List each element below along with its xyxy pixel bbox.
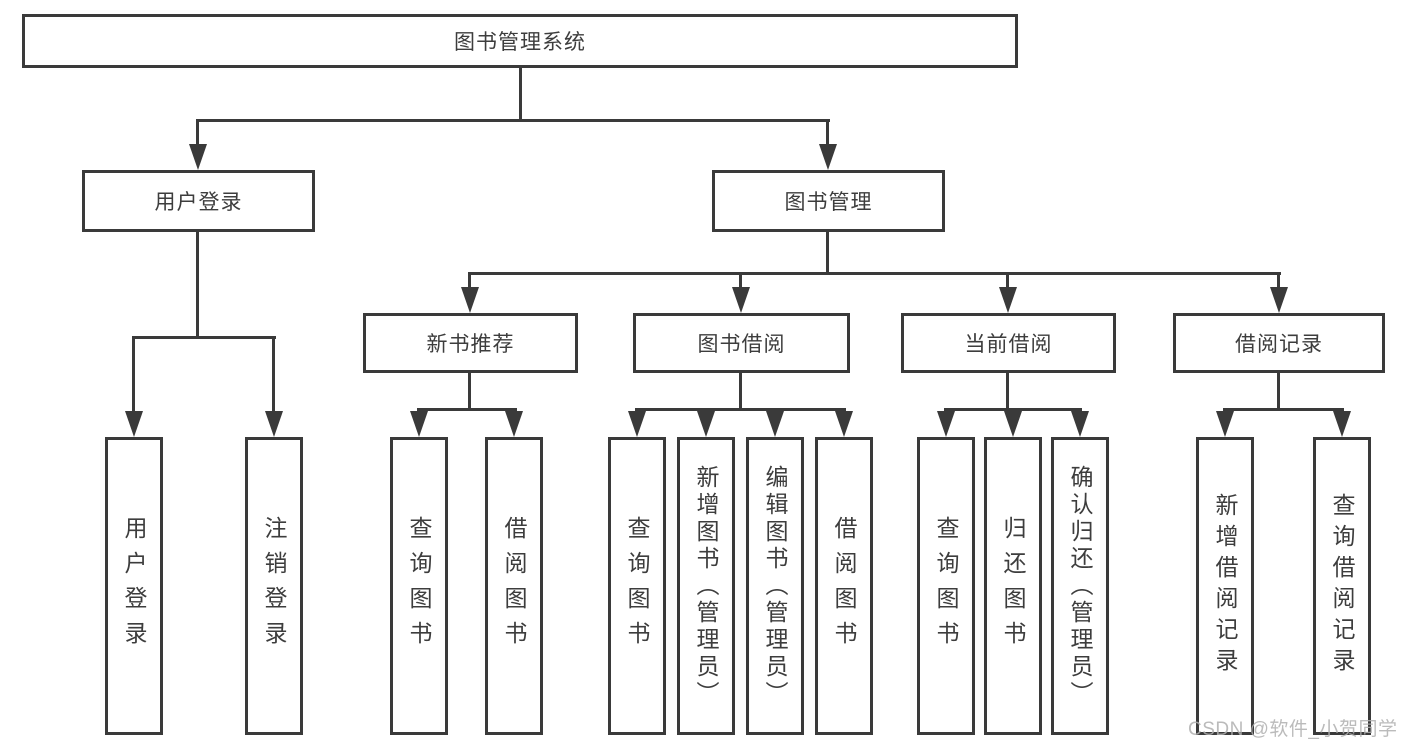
node-leaf-query-borrow-record: 查询借阅记录 — [1313, 437, 1371, 735]
node-book-borrowing: 图书借阅 — [633, 313, 850, 373]
node-label: 归还图书 — [1000, 516, 1026, 656]
connector-drop — [196, 119, 199, 151]
node-label: 查询借阅记录 — [1329, 493, 1355, 679]
arrowhead-down-icon — [1270, 287, 1288, 313]
node-current-borrowing: 当前借阅 — [901, 313, 1116, 373]
connector-drop — [1277, 272, 1280, 290]
node-book-management: 图书管理 — [712, 170, 945, 232]
connector-drop — [272, 336, 275, 414]
node-leaf-edit-books-admin: 编辑图书（管理员） — [746, 437, 804, 735]
node-user-login: 用户登录 — [82, 170, 315, 232]
node-label: 用户登录 — [154, 191, 243, 214]
connector-drop — [1006, 272, 1009, 290]
node-leaf-borrow-books-1: 借阅图书 — [485, 437, 543, 735]
node-leaf-query-books-2: 查询图书 — [608, 437, 666, 735]
arrowhead-down-icon — [461, 287, 479, 313]
arrowhead-down-icon — [410, 411, 428, 437]
node-leaf-query-books-1: 查询图书 — [390, 437, 448, 735]
connector-bar — [1223, 408, 1344, 411]
node-leaf-logout: 注销登录 — [245, 437, 303, 735]
csdn-watermark: CSDN @软件_小贺同学 — [1188, 719, 1398, 740]
node-leaf-query-books-3: 查询图书 — [917, 437, 975, 735]
connector-drop — [468, 272, 471, 290]
node-label: 注销登录 — [261, 516, 287, 656]
arrowhead-down-icon — [835, 411, 853, 437]
node-label: 新增图书（管理员） — [693, 464, 719, 708]
node-label: 新书推荐 — [426, 333, 515, 356]
node-borrowing-records: 借阅记录 — [1173, 313, 1385, 373]
arrowhead-down-icon — [819, 144, 837, 170]
connector-bar — [132, 336, 276, 339]
arrowhead-down-icon — [766, 411, 784, 437]
arrowhead-down-icon — [125, 411, 143, 437]
connector-stem — [468, 373, 471, 410]
connector-bar — [417, 408, 517, 411]
arrowhead-down-icon — [1216, 411, 1234, 437]
node-label: 确认归还（管理员） — [1067, 464, 1093, 708]
node-label: 当前借阅 — [964, 333, 1053, 356]
node-label: 借阅图书 — [501, 516, 527, 656]
node-leaf-add-borrow-record: 新增借阅记录 — [1196, 437, 1254, 735]
arrowhead-down-icon — [1071, 411, 1089, 437]
node-leaf-user-login: 用户登录 — [105, 437, 163, 735]
connector-stem — [196, 232, 199, 338]
node-label: 查询图书 — [406, 516, 432, 656]
node-leaf-return-books: 归还图书 — [984, 437, 1042, 735]
node-label: 查询图书 — [933, 516, 959, 656]
node-leaf-confirm-return-admin: 确认归还（管理员） — [1051, 437, 1109, 735]
connector-root-bar — [196, 119, 830, 122]
arrowhead-down-icon — [505, 411, 523, 437]
node-label: 图书借阅 — [697, 333, 786, 356]
node-leaf-borrow-books-2: 借阅图书 — [815, 437, 873, 735]
arrowhead-down-icon — [999, 287, 1017, 313]
connector-stem — [826, 232, 829, 274]
connector-stem — [1006, 373, 1009, 410]
arrowhead-down-icon — [189, 144, 207, 170]
node-label: 借阅图书 — [831, 516, 857, 656]
connector-drop — [739, 272, 742, 290]
connector-stem — [1277, 373, 1280, 410]
node-label: 查询图书 — [624, 516, 650, 656]
arrowhead-down-icon — [1333, 411, 1351, 437]
connector-stem — [739, 373, 742, 410]
node-root-library-system: 图书管理系统 — [22, 14, 1018, 68]
node-new-book-recommendation: 新书推荐 — [363, 313, 578, 373]
arrowhead-down-icon — [732, 287, 750, 313]
node-label: 图书管理 — [784, 191, 873, 214]
arrowhead-down-icon — [937, 411, 955, 437]
arrowhead-down-icon — [265, 411, 283, 437]
connector-drop — [132, 336, 135, 414]
connector-root-stem — [519, 68, 522, 121]
node-leaf-add-books-admin: 新增图书（管理员） — [677, 437, 735, 735]
node-label: 新增借阅记录 — [1212, 493, 1238, 679]
node-label: 用户登录 — [121, 516, 147, 656]
node-label: 借阅记录 — [1235, 333, 1323, 356]
arrowhead-down-icon — [1004, 411, 1022, 437]
node-label: 图书管理系统 — [454, 31, 586, 54]
connector-bar — [468, 272, 1281, 275]
node-label: 编辑图书（管理员） — [762, 464, 788, 708]
arrowhead-down-icon — [697, 411, 715, 437]
arrowhead-down-icon — [628, 411, 646, 437]
connector-bar — [635, 408, 846, 411]
connector-drop — [826, 119, 829, 151]
